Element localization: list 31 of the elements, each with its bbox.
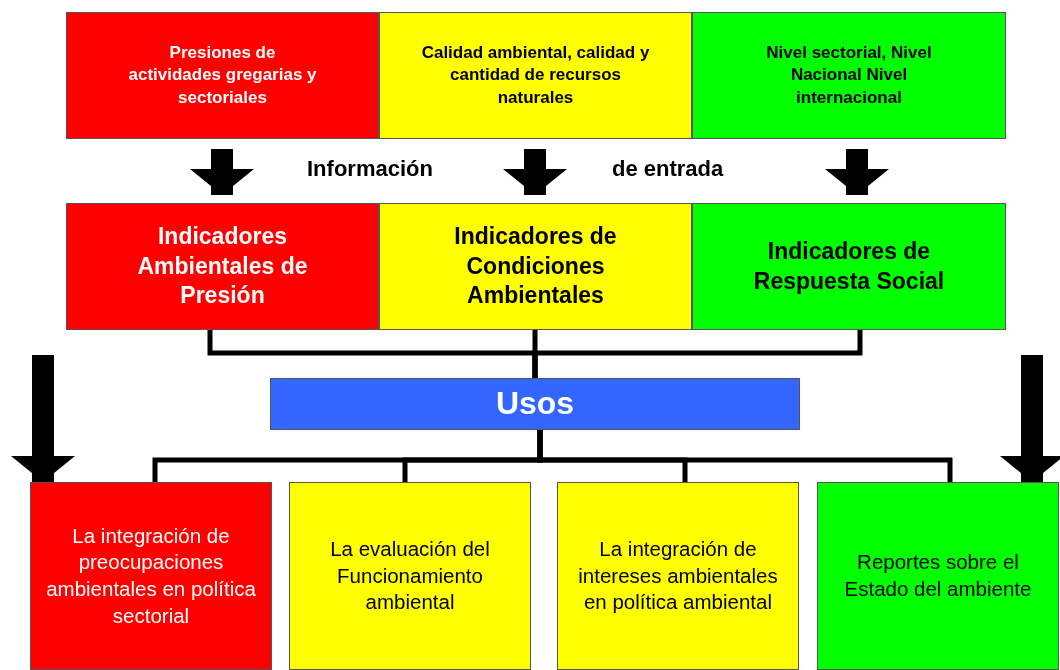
label-text: Información [307, 156, 433, 182]
category-box [817, 482, 1059, 670]
block-arrow [190, 149, 254, 195]
box-text: La integración de preocupaciones ambientales en política sectorial [45, 522, 257, 629]
block-arrow [825, 149, 889, 195]
box-text: La integración de intereses ambientales en política ambiental [577, 536, 779, 616]
category-box [289, 482, 531, 670]
box-text: Nivel sectorial, Nivel Nacional Nivel internacional [765, 42, 933, 109]
category-box [66, 203, 379, 330]
box-text: La evaluación del Funcionamiento ambiental [329, 536, 491, 616]
category-box [30, 482, 272, 670]
connector-line [532, 330, 863, 378]
connector-line [537, 430, 953, 482]
block-arrow [503, 149, 567, 195]
block-arrow [1000, 355, 1060, 482]
label-text: de entrada [612, 156, 724, 182]
box-text: Indicadores Ambientales de Presión [136, 221, 309, 311]
block-arrow [11, 355, 75, 482]
box-text: Presiones de actividades gregarias y sectoriales [127, 42, 318, 109]
category-box [557, 482, 799, 670]
heading-bar [270, 378, 800, 430]
category-box [692, 12, 1006, 139]
box-text: Indicadores de Respuesta Social [752, 236, 946, 296]
box-text: Usos [495, 384, 575, 424]
box-text: Indicadores de Condiciones Ambientales [453, 221, 618, 311]
box-text: Calidad ambiental, calidad y cantidad de recursos naturales [420, 42, 651, 109]
category-box [692, 203, 1006, 330]
category-box [66, 12, 379, 139]
box-text: Reportes sobre el Estado del ambiente [843, 549, 1033, 602]
category-box [379, 12, 692, 139]
category-box [379, 203, 692, 330]
